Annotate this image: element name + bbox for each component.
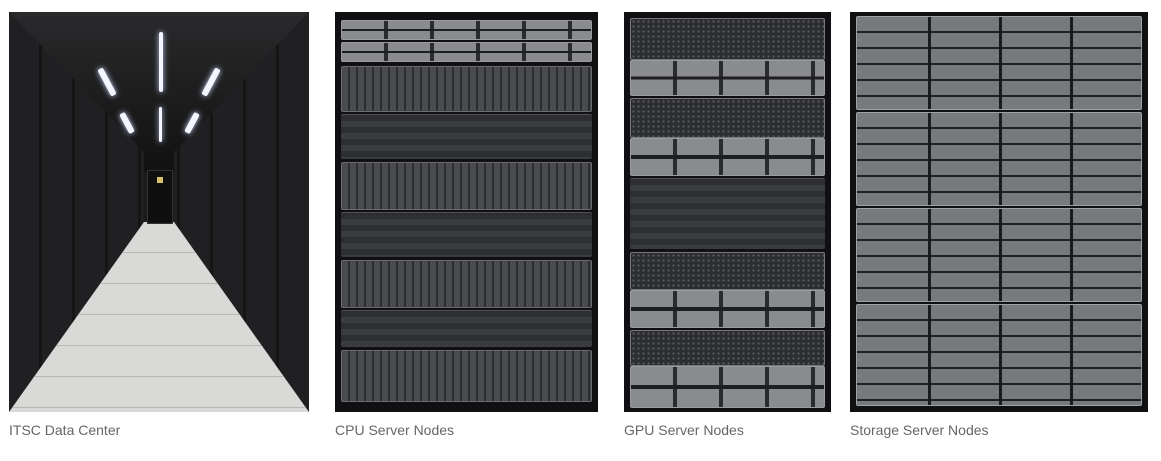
caption-cpu-nodes: CPU Server Nodes: [335, 422, 455, 438]
gallery-item-gpu-nodes: [624, 12, 831, 412]
storage-rack-photo: [850, 12, 1148, 412]
data-center-photo: [9, 12, 309, 412]
caption-storage-nodes: Storage Server Nodes: [850, 422, 989, 438]
cpu-rack-photo: [335, 12, 598, 412]
gallery-item-data-center: [9, 12, 309, 412]
gallery-item-storage-nodes: [850, 12, 1148, 412]
caption-gpu-nodes: GPU Server Nodes: [624, 422, 744, 438]
gallery-item-cpu-nodes: [335, 12, 598, 412]
caption-data-center: ITSC Data Center: [9, 422, 121, 438]
gpu-rack-photo: [624, 12, 831, 412]
